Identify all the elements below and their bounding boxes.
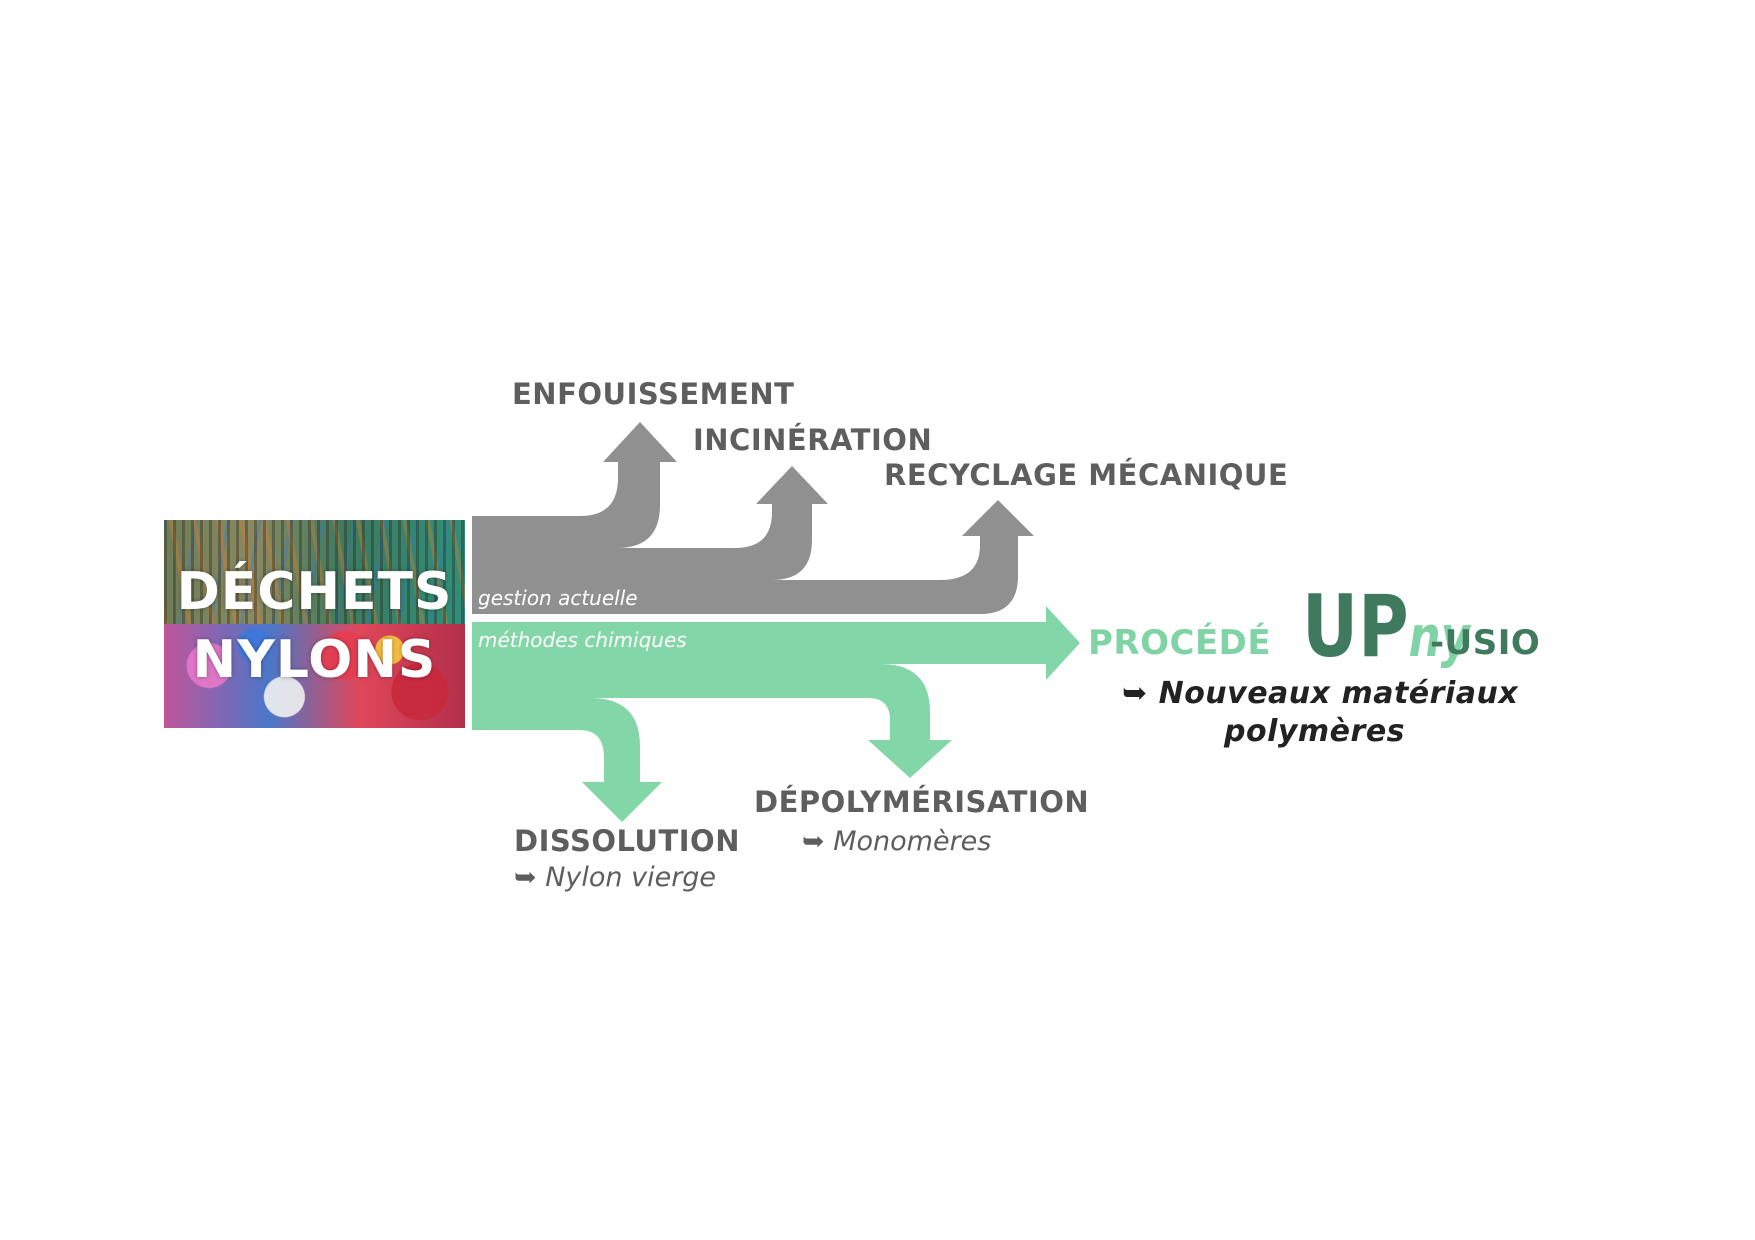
source-title-line1: DÉCHETS — [176, 562, 453, 622]
logo-suffix: -USIO — [1430, 623, 1541, 663]
nylon-waste-photo: DÉCHETS NYLONS — [164, 520, 465, 728]
logo-letters: UPny — [1302, 578, 1472, 668]
arrow-incineration — [472, 466, 828, 580]
arrow-depolymerisation — [472, 664, 952, 778]
label-enfouissement: ENFOUISSEMENT — [512, 377, 795, 411]
upny-logo: UPny — [1302, 578, 1472, 668]
colored-fibers-image — [164, 624, 465, 728]
green-flow-label: méthodes chimiques — [478, 628, 687, 652]
procede-output-line1: ➥ Nouveaux matériaux — [1122, 676, 1519, 711]
label-incineration: INCINÉRATION — [693, 423, 933, 457]
source-title-line2: NYLONS — [192, 630, 437, 690]
gray-flow-label: gestion actuelle — [478, 586, 638, 610]
arrow-enfouissement — [472, 422, 677, 548]
label-dissolution: DISSOLUTION — [514, 824, 740, 858]
depolymerisation-output: ➥ Monomères — [802, 826, 992, 857]
dissolution-output: ➥ Nylon vierge — [514, 862, 717, 893]
arrow-dissolution — [472, 698, 662, 822]
label-recyclage: RECYCLAGE MÉCANIQUE — [884, 458, 1289, 492]
label-procede: PROCÉDÉ — [1088, 623, 1272, 663]
fishing-nets-image — [164, 520, 465, 624]
arrow-recyclage — [472, 500, 1034, 614]
procede-output-line2: polymères — [1224, 714, 1406, 749]
arrow-procede — [472, 606, 1080, 680]
label-depolymerisation: DÉPOLYMÉRISATION — [754, 785, 1090, 819]
